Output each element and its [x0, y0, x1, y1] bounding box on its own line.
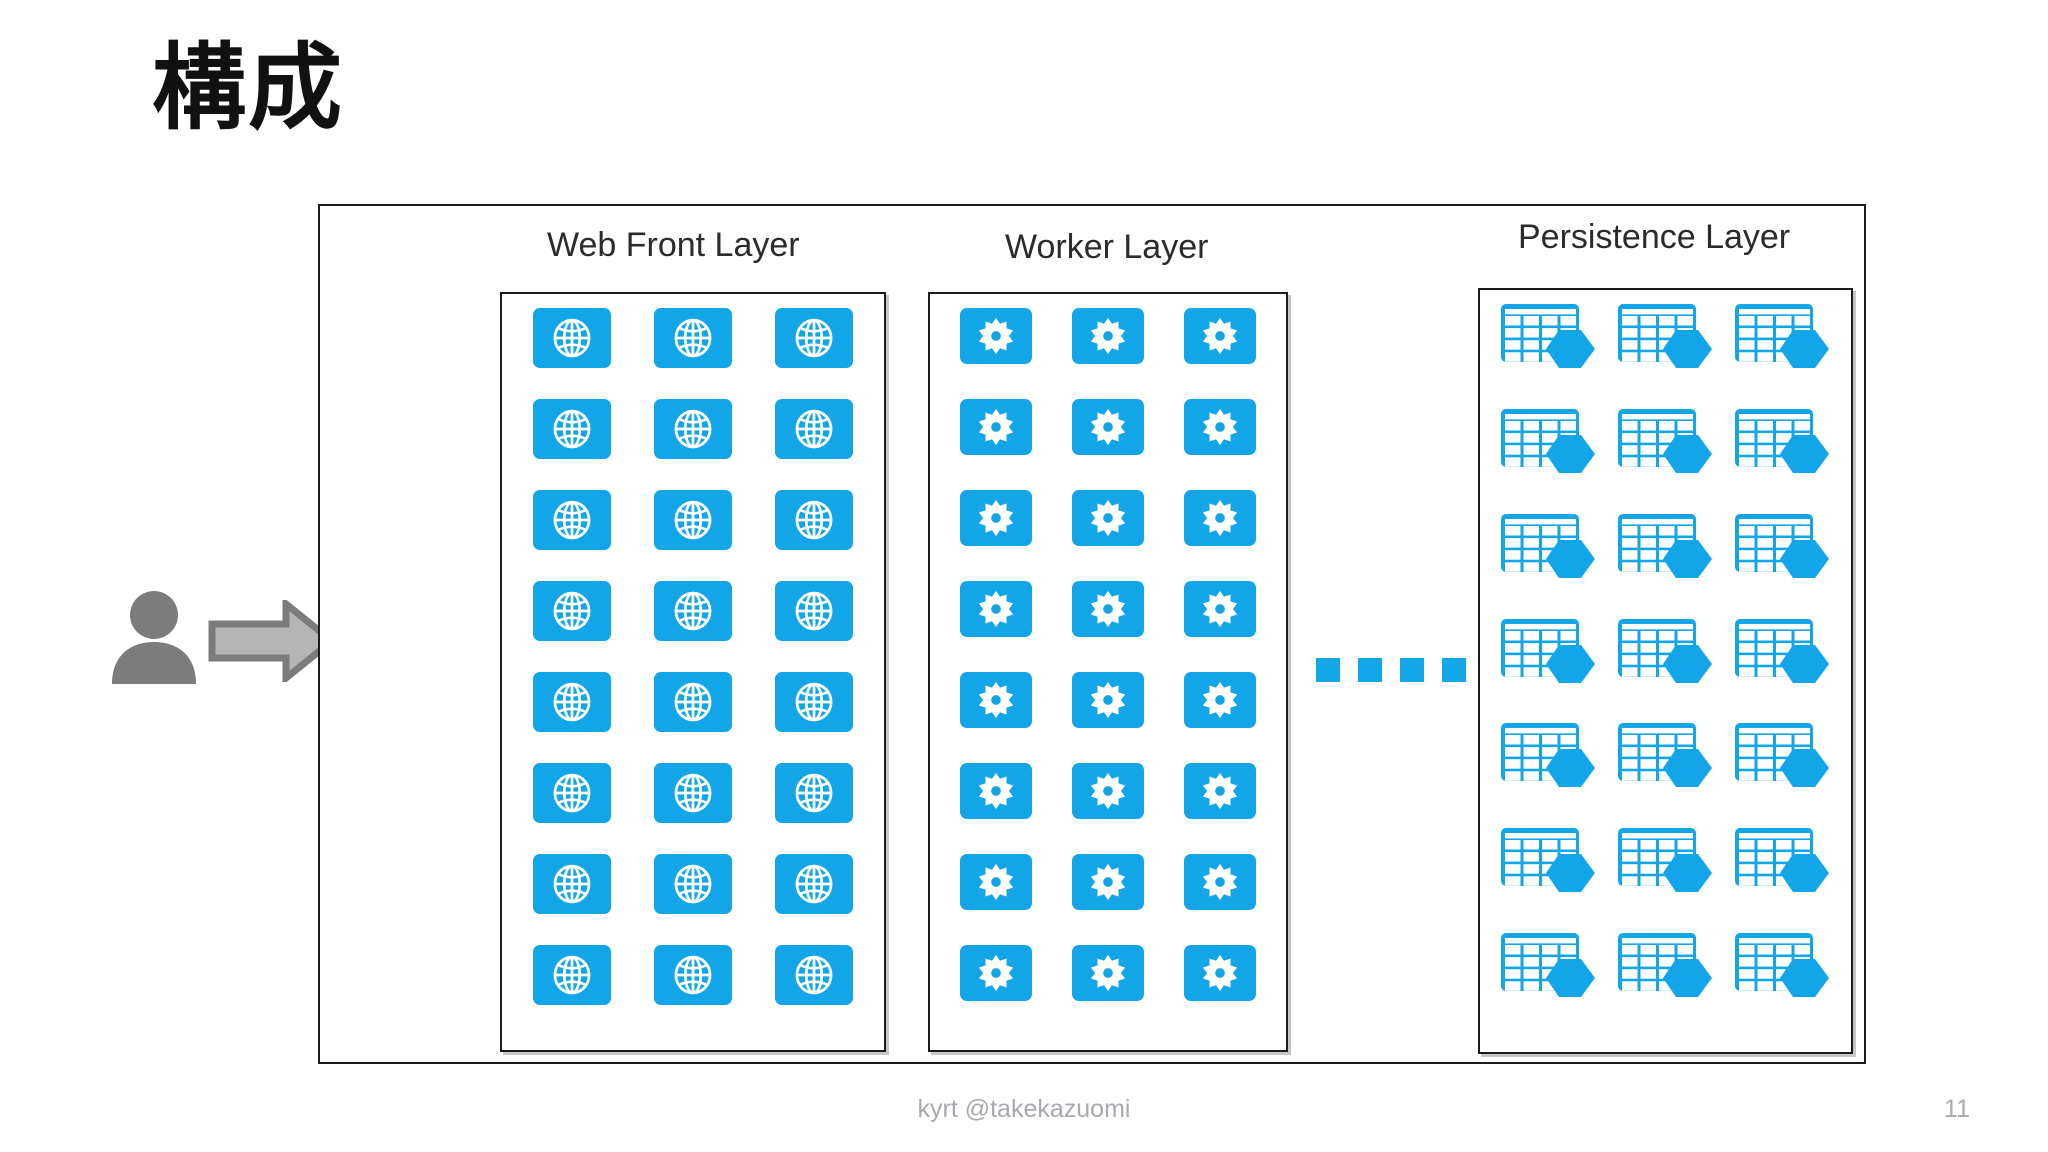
- table-storage-icon: [1734, 618, 1831, 691]
- globe-icon: [774, 672, 853, 732]
- gear-icon: [1184, 945, 1256, 1001]
- layer-label-web-front: Web Front Layer: [547, 226, 800, 264]
- table-storage-icon: [1500, 933, 1597, 1005]
- globe-icon: [533, 308, 612, 368]
- gear-icon: [1184, 308, 1256, 364]
- table-storage-icon: [1734, 513, 1831, 586]
- dotted-connector: [1316, 658, 1466, 682]
- globe-icon: [774, 399, 853, 459]
- gear-icon: [960, 399, 1032, 455]
- gear-icon: [1184, 581, 1256, 637]
- globe-icon: [653, 308, 732, 368]
- icon-grid-persistence: [1480, 290, 1851, 1052]
- gear-icon: [1072, 581, 1144, 637]
- gear-icon: [1072, 490, 1144, 546]
- table-storage-icon: [1617, 408, 1714, 481]
- globe-icon: [774, 581, 853, 641]
- gear-icon: [1072, 854, 1144, 910]
- gear-icon: [1184, 763, 1256, 819]
- table-storage-icon: [1734, 723, 1831, 795]
- layer-box-persistence: [1478, 288, 1853, 1054]
- connector-dot: [1358, 658, 1382, 682]
- table-storage-icon: [1734, 828, 1831, 900]
- globe-icon: [774, 490, 853, 550]
- layer-box-worker: [928, 292, 1288, 1052]
- gear-icon: [960, 945, 1032, 1001]
- table-storage-icon: [1734, 933, 1831, 1005]
- globe-icon: [653, 763, 732, 823]
- table-storage-icon: [1617, 513, 1714, 586]
- globe-icon: [533, 854, 612, 914]
- globe-icon: [533, 399, 612, 459]
- globe-icon: [774, 763, 853, 823]
- gear-icon: [960, 763, 1032, 819]
- globe-icon: [774, 308, 853, 368]
- layer-label-worker: Worker Layer: [1005, 228, 1209, 266]
- gear-icon: [960, 854, 1032, 910]
- globe-icon: [533, 490, 612, 550]
- globe-icon: [653, 945, 732, 1005]
- gear-icon: [960, 581, 1032, 637]
- globe-icon: [533, 581, 612, 641]
- table-storage-icon: [1500, 304, 1597, 376]
- gear-icon: [1072, 945, 1144, 1001]
- gear-icon: [960, 672, 1032, 728]
- gear-icon: [1184, 399, 1256, 455]
- table-storage-icon: [1617, 618, 1714, 691]
- gear-icon: [1072, 308, 1144, 364]
- connector-dot: [1442, 658, 1466, 682]
- globe-icon: [653, 672, 732, 732]
- gear-icon: [1072, 763, 1144, 819]
- request-arrow-icon: [208, 596, 338, 686]
- globe-icon: [653, 490, 732, 550]
- globe-icon: [653, 399, 732, 459]
- gear-icon: [1072, 399, 1144, 455]
- footer-handle: kyrt @takekazuomi: [917, 1095, 1131, 1123]
- table-storage-icon: [1617, 304, 1714, 376]
- table-storage-icon: [1500, 828, 1597, 900]
- connector-dot: [1400, 658, 1424, 682]
- globe-icon: [533, 945, 612, 1005]
- globe-icon: [653, 854, 732, 914]
- gear-icon: [960, 490, 1032, 546]
- gear-icon: [1072, 672, 1144, 728]
- table-storage-icon: [1500, 513, 1597, 586]
- layer-label-persistence: Persistence Layer: [1518, 218, 1791, 256]
- globe-icon: [774, 854, 853, 914]
- table-storage-icon: [1500, 723, 1597, 795]
- table-storage-icon: [1734, 304, 1831, 376]
- icon-grid-web-front: [502, 294, 884, 1050]
- table-storage-icon: [1617, 828, 1714, 900]
- layer-box-web-front: [500, 292, 886, 1052]
- connector-dot: [1316, 658, 1340, 682]
- table-storage-icon: [1617, 933, 1714, 1005]
- globe-icon: [533, 672, 612, 732]
- gear-icon: [1184, 854, 1256, 910]
- icon-grid-worker: [930, 294, 1286, 1050]
- gear-icon: [1184, 672, 1256, 728]
- globe-icon: [533, 763, 612, 823]
- page-number: 11: [1944, 1095, 1970, 1123]
- page-title: 構成: [152, 34, 345, 143]
- globe-icon: [653, 581, 732, 641]
- gear-icon: [1184, 490, 1256, 546]
- user-actor-icon: [108, 588, 200, 684]
- gear-icon: [960, 308, 1032, 364]
- table-storage-icon: [1500, 618, 1597, 691]
- table-storage-icon: [1734, 408, 1831, 481]
- globe-icon: [774, 945, 853, 1005]
- table-storage-icon: [1617, 723, 1714, 795]
- table-storage-icon: [1500, 408, 1597, 481]
